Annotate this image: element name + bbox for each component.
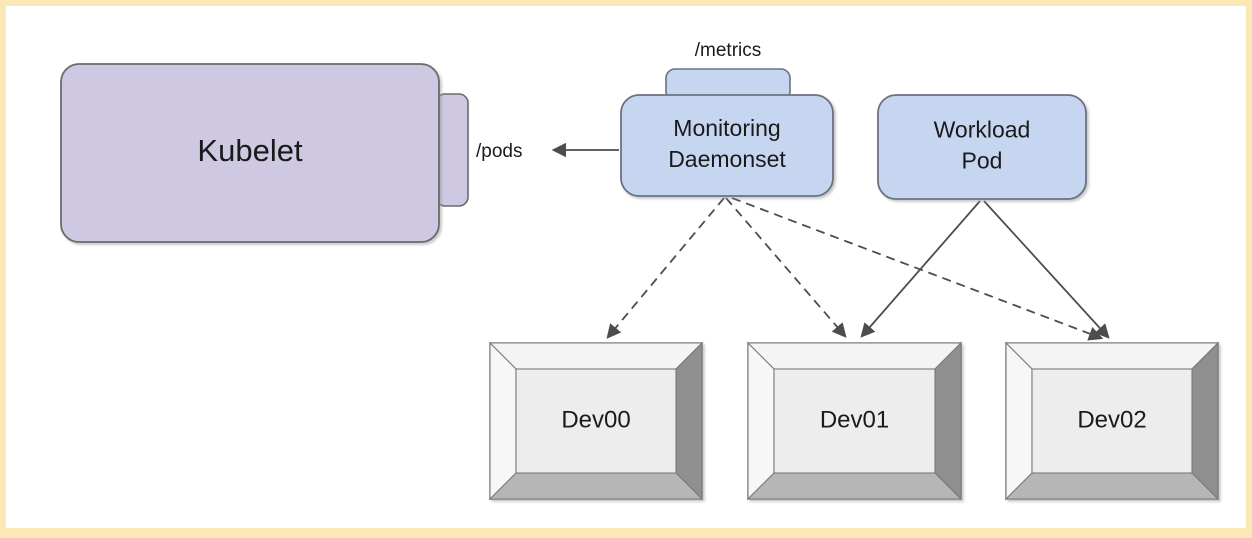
device-bevel-right-dev00 [675, 341, 703, 501]
device-bevel-top-dev02 [1004, 342, 1220, 370]
nodes-layer [60, 63, 1220, 501]
node-label-workload-pod: Workload [934, 117, 1031, 143]
device-bevel-left-dev00 [489, 341, 517, 501]
node-shape-workload-pod [877, 94, 1087, 200]
node-dev00[interactable] [488, 341, 704, 501]
node-label-workload-pod: Pod [962, 148, 1003, 174]
node-dev02[interactable] [1004, 341, 1220, 501]
edge-monitoring-to-dev02 [731, 197, 1104, 341]
node-label-kubelet: Kubelet [197, 133, 303, 168]
device-bevel-bottom-dev02 [1004, 472, 1220, 500]
node-kubelet[interactable] [60, 63, 440, 243]
node-workload-pod[interactable] [877, 94, 1087, 200]
node-label-monitoring-daemonset: Monitoring [673, 115, 780, 141]
port-label-metrics-port: /metrics [695, 40, 762, 61]
device-bevel-right-dev02 [1191, 341, 1219, 501]
node-shape-monitoring-daemonset [620, 94, 834, 197]
ports-layer [435, 68, 791, 207]
edge-workload-to-dev02 [983, 200, 1110, 339]
node-label-monitoring-daemonset: Daemonset [668, 146, 786, 172]
device-bevel-left-dev01 [747, 341, 775, 501]
device-face-dev02 [1031, 368, 1193, 474]
edge-monitoring-to-dev01 [725, 197, 847, 338]
device-face-dev01 [773, 368, 936, 474]
device-bevel-bottom-dev00 [488, 472, 704, 500]
port-pods-port[interactable] [435, 93, 469, 207]
edge-workload-to-dev01 [860, 200, 981, 338]
node-monitoring-daemonset[interactable] [620, 94, 834, 197]
node-label-dev00: Dev00 [561, 406, 630, 433]
device-bevel-top-dev01 [746, 342, 963, 370]
edge-monitoring-to-dev00 [606, 197, 725, 339]
node-shape-kubelet [60, 63, 440, 243]
device-bevel-right-dev01 [934, 341, 962, 501]
node-label-dev01: Dev01 [820, 406, 889, 433]
node-dev01[interactable] [746, 341, 963, 501]
port-label-pods-port: /pods [476, 141, 522, 162]
edges-layer [551, 142, 1110, 341]
device-face-dev00 [515, 368, 677, 474]
device-bevel-top-dev00 [488, 342, 704, 370]
port-shape-pods-port [435, 93, 469, 207]
device-bevel-bottom-dev01 [746, 472, 963, 500]
node-label-dev02: Dev02 [1077, 406, 1146, 433]
device-bevel-left-dev02 [1005, 341, 1033, 501]
